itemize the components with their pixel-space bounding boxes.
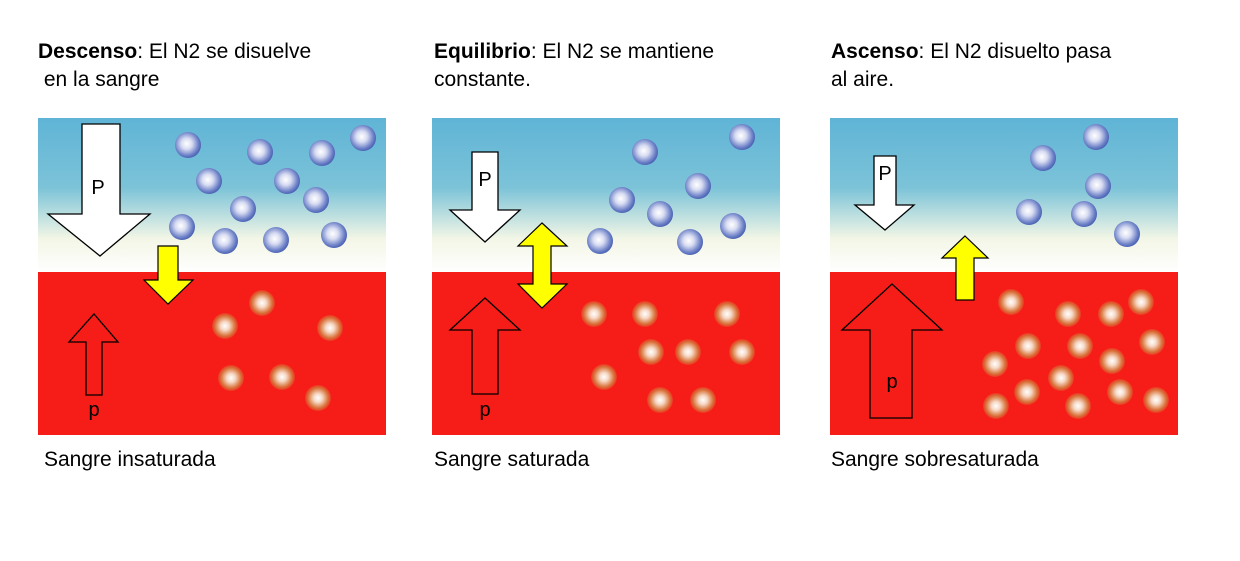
pressure-blood-label: p xyxy=(886,371,897,393)
flow-arrow-both xyxy=(516,222,569,309)
title-rest: : El N2 se mantiene xyxy=(530,40,715,63)
flow-arrow-up xyxy=(940,235,990,301)
title-rest: : El N2 disuelto pasa xyxy=(918,40,1112,63)
title-bold: Ascenso xyxy=(831,40,919,63)
title-bold: Descenso xyxy=(38,40,138,63)
blood-layer xyxy=(432,272,780,435)
n2-dissolved-blood xyxy=(212,290,343,411)
pressure-air-arrow xyxy=(853,155,916,231)
pressure-air-arrow xyxy=(448,151,522,243)
pressure-air-label: P xyxy=(878,163,891,185)
panel-title: Descenso: El N2 se disuelve en la sangre xyxy=(38,38,398,94)
n2-dissolved-blood xyxy=(982,289,1169,419)
scene-ascenso: P p xyxy=(830,118,1178,435)
panel-caption: Sangre sobresaturada xyxy=(831,448,1039,471)
title-line2: en la sangre xyxy=(38,68,160,91)
pressure-blood-label: p xyxy=(88,399,99,421)
pressure-air-arrow xyxy=(46,123,152,257)
n2-bubbles-air xyxy=(587,124,755,255)
blood-layer xyxy=(38,272,386,435)
title-rest: : El N2 se disuelve xyxy=(137,40,312,63)
pressure-blood-label: p xyxy=(479,399,490,421)
panel-descenso: Descenso: El N2 se disuelve en la sangre… xyxy=(38,0,398,561)
pressure-air-label: P xyxy=(91,177,104,199)
panel-ascenso: Ascenso: El N2 disuelto pasa al aire. P … xyxy=(830,0,1190,561)
pressure-blood-arrow xyxy=(840,283,944,419)
panel-title: Ascenso: El N2 disuelto pasa al aire. xyxy=(831,38,1191,94)
n2-bubbles-air xyxy=(169,125,376,254)
flow-arrow-down xyxy=(142,245,195,305)
n2-bubbles-air xyxy=(1016,124,1140,247)
title-line2: al aire. xyxy=(831,68,895,91)
title-bold: Equilibrio xyxy=(434,40,531,63)
panel-caption: Sangre saturada xyxy=(434,448,590,471)
n2-dissolved-blood xyxy=(581,301,755,413)
pressure-blood-arrow xyxy=(67,313,120,396)
panel-caption: Sangre insaturada xyxy=(44,448,216,471)
scene-descenso: P p xyxy=(38,118,386,435)
title-line2: constante. xyxy=(434,68,531,91)
scene-equilibrio: P p xyxy=(432,118,780,435)
panel-equilibrio: Equilibrio: El N2 se mantiene constante.… xyxy=(432,0,792,561)
pressure-air-label: P xyxy=(478,169,491,191)
panel-title: Equilibrio: El N2 se mantiene constante. xyxy=(434,38,794,94)
pressure-blood-arrow xyxy=(448,297,522,395)
